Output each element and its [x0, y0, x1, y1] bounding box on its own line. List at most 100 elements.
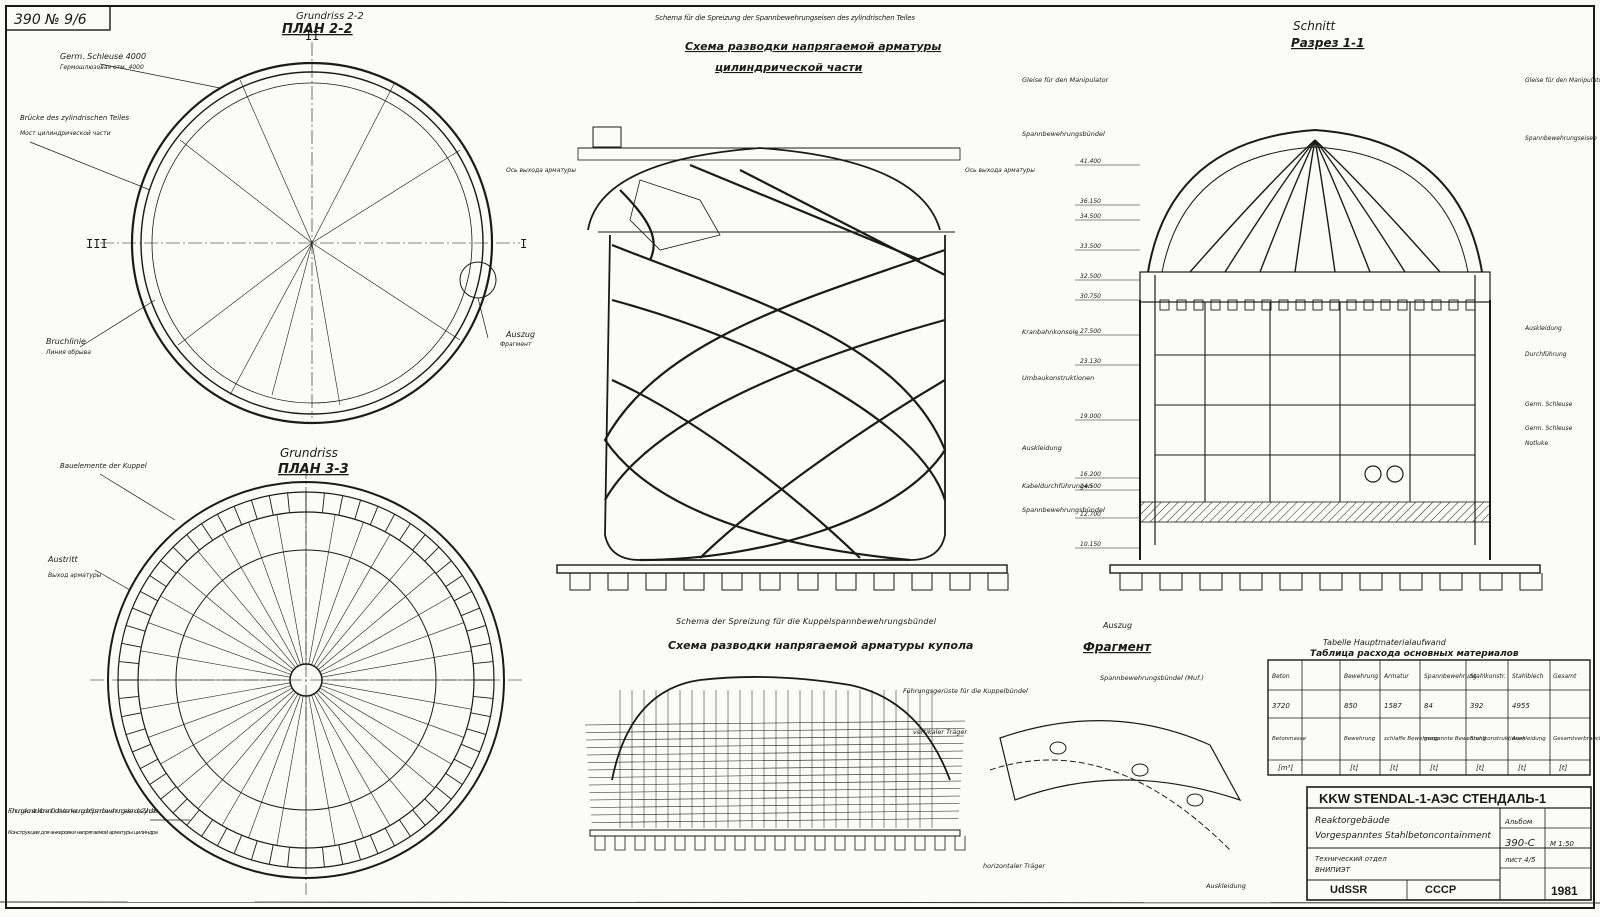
- dome-rib: [1314, 139, 1371, 273]
- section-note-right: Auskleidung: [1524, 325, 1562, 332]
- rib-cell-divider: [160, 560, 177, 574]
- section-note-left: Spannbewehrungsbündel: [1022, 506, 1105, 514]
- table-label-cell: gespannte Bewehrung: [1424, 736, 1487, 742]
- dome-rib: [1189, 139, 1316, 273]
- rib-cell-divider: [186, 809, 200, 826]
- spoke: [313, 534, 391, 667]
- elevation-label: 41.400: [1080, 158, 1101, 165]
- section-inner-walls: [1154, 275, 1476, 545]
- elevation-label: 23.130: [1080, 358, 1101, 365]
- rib-cell-divider: [424, 546, 440, 562]
- rib-cell-divider: [201, 523, 214, 541]
- table-title-ru: Таблица расхода основных материалов: [1310, 648, 1519, 659]
- table-header-cell: Armatur: [1383, 673, 1409, 680]
- rib-cell-divider: [172, 798, 188, 814]
- dome-hoop-line: [584, 720, 966, 726]
- section-note-right: Notluke: [1525, 440, 1548, 447]
- rib-cell-divider: [369, 506, 379, 525]
- dome-title-ru: Схема разводки напрягаемой арматуры купо…: [668, 639, 973, 652]
- cyl-foundation-slab: [556, 564, 1008, 574]
- rib-cell-divider: [233, 506, 243, 525]
- material-table: Tabelle Hauptmaterialaufwand Таблица рас…: [1267, 638, 1600, 776]
- spoke: [177, 690, 294, 789]
- base-tooth: [874, 836, 886, 851]
- plan22-axis-label-top: II: [305, 29, 319, 43]
- spoke: [248, 694, 301, 838]
- table-header-cell: Stahlblech: [1512, 673, 1544, 680]
- plan22-note-bruchlinie-ru: Линия обрыва: [45, 349, 91, 356]
- pile: [835, 573, 857, 591]
- pile: [797, 573, 819, 591]
- rib-cell-divider: [435, 560, 452, 574]
- base-tooth: [954, 836, 966, 851]
- rib-cell-divider: [466, 624, 487, 632]
- fragment-duct-3: [1186, 793, 1204, 807]
- spoke: [311, 522, 364, 666]
- table-header-cell: Bewehrung: [1344, 673, 1378, 680]
- rib-cell-divider: [121, 642, 142, 648]
- plan22-detail-circle: [459, 261, 497, 299]
- cyl-wall: [604, 234, 946, 561]
- dome-note-1: Führungsgerüste für die Kuppelbündel: [903, 687, 1028, 695]
- rib-cell-divider: [125, 624, 146, 632]
- rib-cell-divider: [473, 661, 494, 664]
- dome-note-2: vertikaler Träger: [913, 728, 968, 736]
- crane-block: [1380, 299, 1391, 311]
- spoke: [276, 695, 304, 846]
- rib-cell-divider: [268, 495, 274, 516]
- pile: [1279, 573, 1303, 591]
- table-unit-cell: [t]: [1559, 764, 1567, 772]
- spoke: [320, 622, 464, 675]
- section-note-right: Germ. Schleuse: [1525, 401, 1573, 408]
- spoke: [308, 514, 336, 665]
- plan33-note-fuhrung-de: Führungskonstruktionen für die Verankeru…: [8, 807, 159, 815]
- spoke: [318, 690, 435, 789]
- dome-rib: [1224, 139, 1316, 273]
- base-tooth: [654, 836, 666, 851]
- dome-hoop-line: [586, 750, 964, 756]
- dome-hoop-line: [587, 765, 963, 771]
- spoke: [248, 522, 301, 666]
- elevation-label: 12.700: [1080, 511, 1101, 518]
- dome-hoop-line: [589, 788, 961, 793]
- table-label-cell: schlaffe Bewehrung: [1384, 736, 1439, 742]
- base-tooth: [694, 836, 706, 851]
- rib-cell-divider: [384, 513, 396, 533]
- rib-cell-divider: [322, 492, 325, 513]
- dome-profile: [611, 676, 951, 781]
- section-note-right: Spannbewehrungseisen: [1525, 135, 1597, 142]
- dome-rib: [1294, 139, 1316, 273]
- elevation-label: 10.150: [1080, 541, 1101, 548]
- title-block-org-right: СССР: [1425, 884, 1456, 896]
- rib-cell-divider: [453, 590, 473, 602]
- plan22-note-auszug-ru: Фрагмент: [500, 341, 532, 348]
- table-header-cell: Beton: [1272, 673, 1290, 680]
- spoke: [321, 682, 472, 710]
- fragment-detail: Auszug Фрагмент Spannbewehrungsbündel (M…: [989, 621, 1246, 890]
- cyl-title-ru-1: Схема разводки напрягаемой арматуры: [685, 40, 941, 53]
- dome-hoop-line: [588, 780, 962, 786]
- dome-tendon-lines: [584, 720, 966, 823]
- table-label-cell: Betonmasse: [1272, 736, 1307, 742]
- pile: [1439, 573, 1463, 591]
- rib-cell-divider: [216, 513, 228, 533]
- rib-cell-divider: [250, 840, 258, 861]
- crane-block: [1431, 299, 1442, 311]
- section-1-1: Schnitt Разрез 1-1 41.40036.15034.50033.…: [1021, 19, 1600, 591]
- section-note-right: Gleise für den Manipulator: [1525, 77, 1600, 84]
- table-unit-cell: [t]: [1390, 764, 1398, 772]
- plan33-note-fuhrung-ru: Конструкции для анкеровки напрягаемой ар…: [8, 830, 159, 836]
- section-foundation-slab: [1109, 564, 1541, 574]
- title-block-scale: М 1:50: [1550, 840, 1575, 848]
- crane-block: [1312, 299, 1323, 311]
- section-airlock-1: [1364, 465, 1382, 483]
- elevation-label: 27.500: [1080, 328, 1101, 335]
- dome-base-teeth: [594, 836, 966, 851]
- fragment-tendon: [989, 759, 1231, 851]
- dome-hoop-line: [591, 818, 959, 823]
- fragment-curved-beam: [999, 720, 1242, 802]
- title-block-sheet: лист 4/5: [1504, 856, 1536, 864]
- dome-rib: [1314, 139, 1336, 273]
- fragment-duct-1: [1049, 741, 1067, 755]
